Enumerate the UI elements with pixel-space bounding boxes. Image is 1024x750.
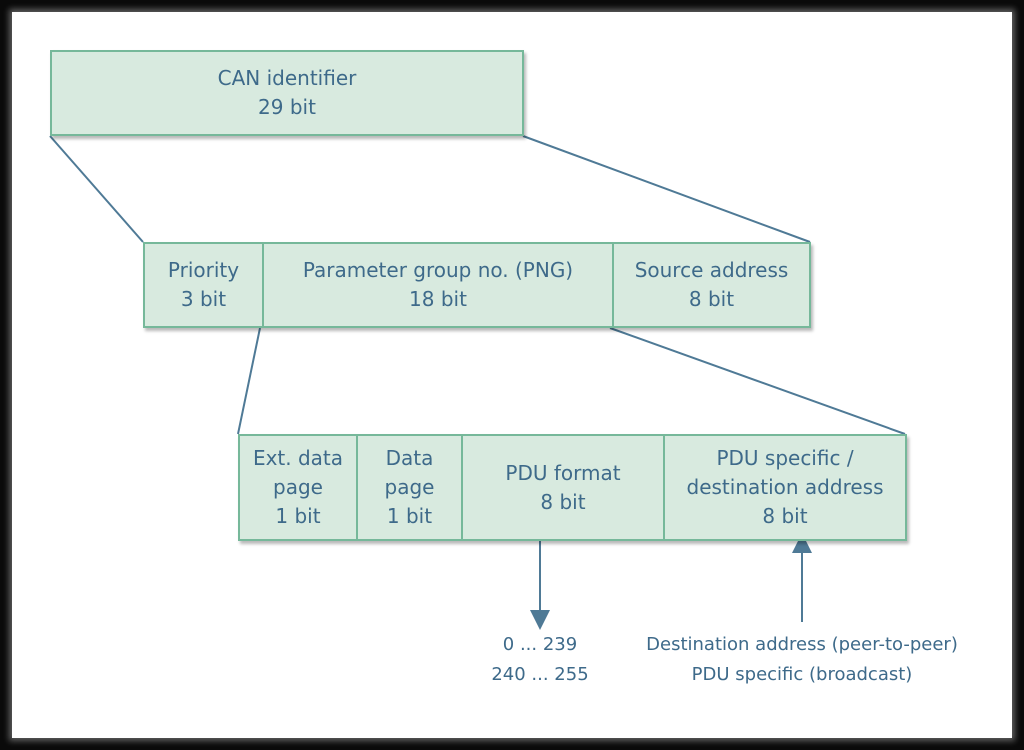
can-identifier-cell: CAN identifier 29 bit (52, 52, 522, 134)
pgn-size: 18 bit (409, 287, 467, 311)
can-identifier-label: CAN identifier (217, 66, 357, 90)
pdu-format-cell: PDU format 8 bit (461, 436, 663, 539)
pdu-specific-cell: PDU specific / destination address 8 bit (663, 436, 905, 539)
expand-line-right-bottom (609, 327, 906, 435)
can-identifier-size: 29 bit (258, 95, 316, 119)
pdu-format-range-low: 0 ... 239 (502, 634, 578, 655)
pgn-label: Parameter group no. (PNG) (302, 258, 574, 282)
ext-data-page-line1: Ext. data (252, 446, 344, 470)
pdu-format-label: PDU format (505, 460, 621, 485)
pdu-specific-line2: destination address (686, 475, 884, 499)
priority-size: 3 bit (180, 287, 227, 311)
priority-label: Priority (167, 258, 240, 282)
expand-line-right-top (522, 135, 811, 243)
data-page-cell: Data page 1 bit (356, 436, 461, 539)
ext-data-page-size: 1 bit (275, 504, 321, 528)
expand-line-left-bottom (237, 327, 261, 435)
pdu-specific-size: 8 bit (762, 504, 808, 528)
data-page-size: 1 bit (386, 504, 433, 528)
pdu-format-range-high: 240 ... 255 (491, 664, 589, 685)
data-page-line1: Data (385, 446, 434, 470)
pgn-fields-box: Ext. data page 1 bit Data page 1 bit PDU… (238, 434, 907, 541)
can-identifier-box: CAN identifier 29 bit (50, 50, 524, 136)
expand-line-left-top (49, 135, 144, 243)
source-address-size: 8 bit (688, 287, 735, 311)
source-address-cell: Source address 8 bit (612, 244, 809, 326)
ext-data-page-cell: Ext. data page 1 bit (240, 436, 356, 539)
identifier-fields-box: Priority 3 bit Parameter group no. (PNG)… (143, 242, 811, 328)
pgn-cell: Parameter group no. (PNG) 18 bit (262, 244, 612, 326)
pdu-format-size: 8 bit (540, 489, 586, 514)
data-page-line2: page (384, 475, 435, 499)
ext-data-page-line2: page (273, 475, 323, 499)
pdu-format-ranges: 0 ... 239 240 ... 255 (460, 630, 620, 690)
pdu-specific-line1: PDU specific / (716, 446, 854, 470)
priority-cell: Priority 3 bit (145, 244, 262, 326)
peer-to-peer-meaning: Destination address (peer-to-peer) (646, 634, 958, 655)
source-address-label: Source address (634, 258, 789, 282)
broadcast-meaning: PDU specific (broadcast) (691, 664, 913, 685)
pdu-specific-meanings: Destination address (peer-to-peer) PDU s… (622, 630, 982, 690)
